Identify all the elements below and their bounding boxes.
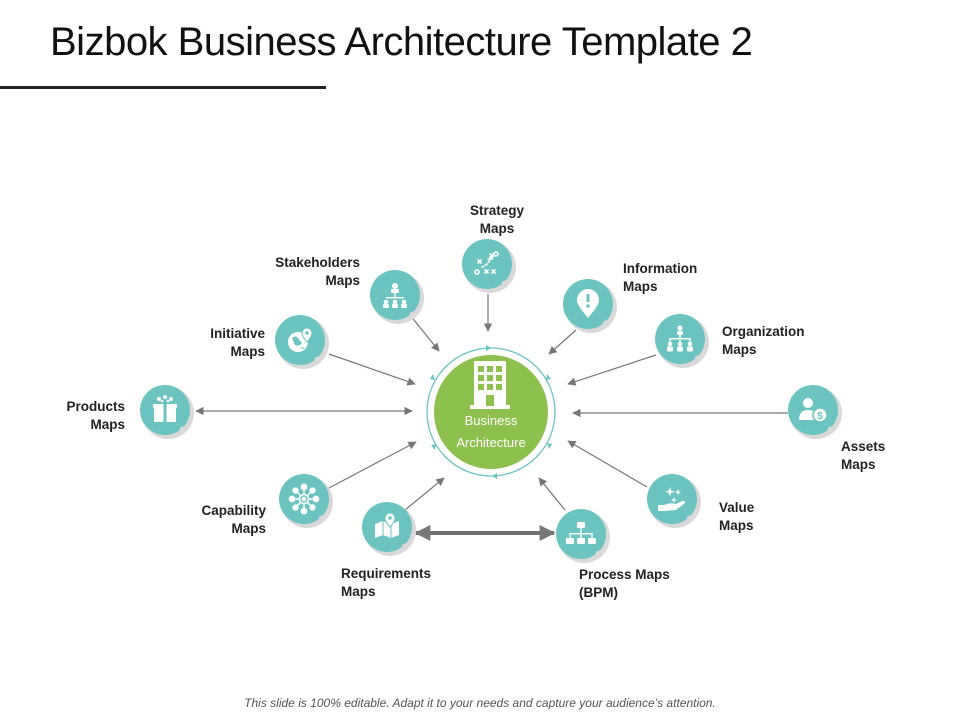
label-products: Products Maps [25, 398, 125, 434]
label-information-line1: Information [623, 261, 698, 276]
org-chart-icon [667, 325, 693, 352]
center-label-line2: Architecture [456, 435, 526, 450]
map-pin-icon [375, 512, 399, 538]
node-circle [647, 474, 697, 524]
label-process: Process Maps (BPM) [579, 566, 709, 602]
title-underline [0, 86, 326, 89]
center-label: Business Architecture [431, 410, 551, 454]
label-value-line2: Maps [719, 518, 754, 533]
node-stakeholders [370, 270, 424, 324]
arrow-process [538, 477, 566, 511]
node-dot [409, 311, 417, 319]
network-icon [288, 483, 320, 515]
label-assets-line2: Maps [841, 457, 876, 472]
node-dot [314, 356, 322, 364]
nodes: $ [140, 239, 842, 563]
label-assets: Assets Maps [841, 438, 941, 474]
label-organization: Organization Maps [722, 323, 842, 359]
arrow-requirements [404, 477, 445, 511]
node-dot [179, 426, 187, 434]
node-information [563, 279, 617, 333]
node-dot [686, 515, 694, 523]
label-products-line2: Maps [90, 417, 125, 432]
node-circle [788, 385, 838, 435]
person-dollar-icon: $ [799, 398, 828, 423]
label-information-line2: Maps [623, 279, 658, 294]
footer-note: This slide is 100% editable. Adapt it to… [244, 696, 716, 710]
node-organization [655, 314, 709, 368]
label-initiative: Initiative Maps [165, 325, 265, 361]
arrow-value [567, 440, 648, 488]
node-assets: $ [788, 385, 842, 439]
label-strategy-line1: Strategy [469, 203, 525, 218]
center-hub [426, 345, 556, 479]
flowchart-icon [566, 522, 596, 544]
hand-sparkle-icon [658, 487, 685, 511]
center-label-line1: Business [464, 413, 518, 428]
center-circle [434, 355, 548, 469]
page-title: Bizbok Business Architecture Template 2 [50, 20, 753, 64]
label-stakeholders-line2: Maps [325, 273, 360, 288]
label-capability-line2: Maps [231, 521, 266, 536]
node-dot [694, 355, 702, 363]
node-strategy [462, 239, 516, 293]
arrow-information [548, 329, 577, 355]
product-box-icon [153, 395, 177, 422]
node-dot [401, 543, 409, 551]
label-capability: Capability Maps [166, 502, 266, 538]
label-stakeholders: Stakeholders Maps [230, 254, 360, 290]
label-assets-line1: Assets [841, 439, 886, 454]
node-dot [827, 426, 835, 434]
label-strategy-line2: Maps [479, 221, 515, 236]
label-requirements: Requirements Maps [341, 565, 471, 601]
node-value [647, 474, 701, 528]
arrow-initiative [328, 353, 416, 386]
node-initiative [275, 315, 329, 369]
node-dot [595, 550, 603, 558]
label-requirements-line1: Requirements [341, 566, 432, 581]
label-process-line1: Process Maps [579, 567, 670, 582]
label-organization-line2: Maps [722, 342, 757, 357]
label-capability-line1: Capability [201, 503, 266, 518]
arrow-capability [328, 441, 417, 489]
connector-arrows [195, 294, 788, 541]
people-hierarchy-icon [383, 283, 407, 308]
label-organization-line1: Organization [722, 324, 805, 339]
label-process-line2: (BPM) [579, 585, 618, 600]
node-dot [602, 320, 610, 328]
label-requirements-line2: Maps [341, 584, 376, 599]
arrow-organization [567, 354, 657, 386]
node-requirements [362, 502, 416, 556]
label-strategy: Strategy Maps [447, 202, 547, 238]
node-capability [279, 474, 333, 528]
globe-pin-icon [288, 327, 313, 352]
label-information: Information Maps [623, 260, 743, 296]
node-products [140, 385, 194, 439]
arrow-stakeholders [409, 314, 440, 352]
strategy-board-icon [474, 251, 499, 275]
label-value: Value Maps [719, 499, 819, 535]
node-dot [501, 280, 509, 288]
svg-text:$: $ [817, 411, 823, 422]
node-process [556, 509, 610, 563]
label-products-line1: Products [66, 399, 125, 414]
info-pin-icon [577, 289, 599, 318]
label-initiative-line2: Maps [230, 344, 265, 359]
label-stakeholders-line1: Stakeholders [275, 255, 360, 270]
label-value-line1: Value [719, 500, 755, 515]
label-initiative-line1: Initiative [210, 326, 265, 341]
node-dot [318, 515, 326, 523]
building-icon [470, 361, 510, 409]
